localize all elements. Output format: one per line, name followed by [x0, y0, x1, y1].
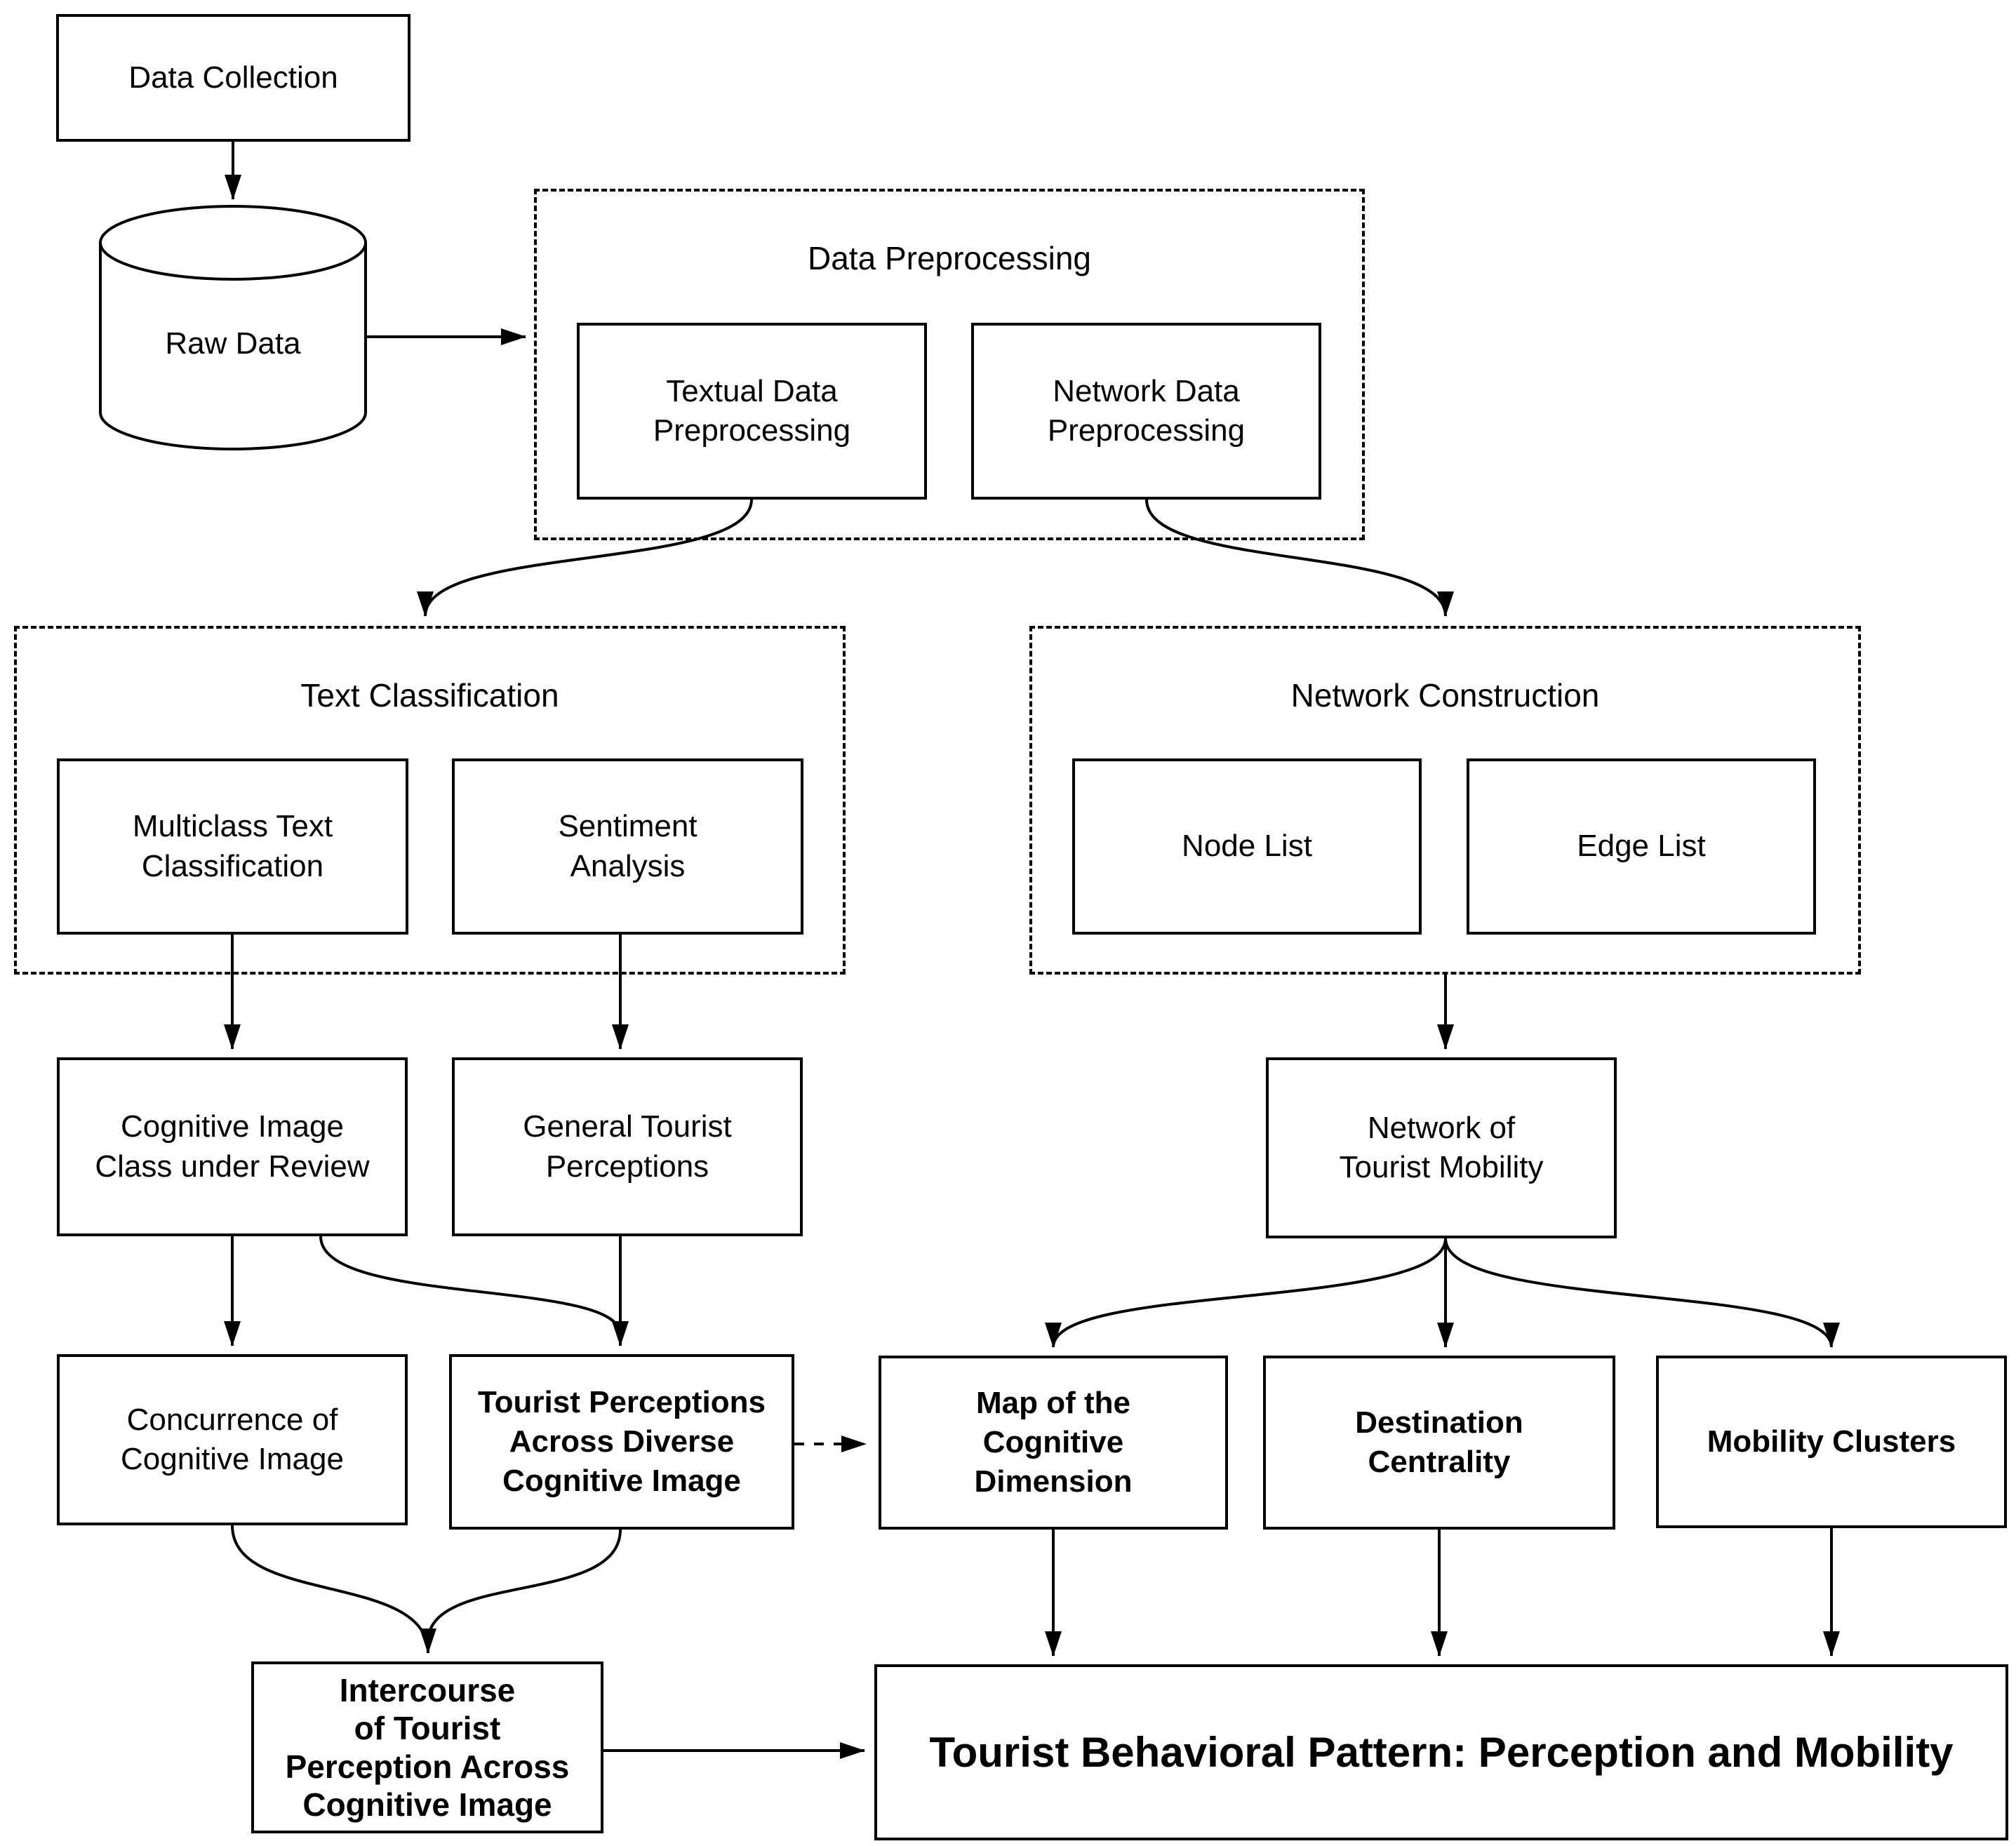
curve-cognitive-to-touristperceptions: [319, 1236, 622, 1335]
node-cognitive-image-class: Cognitive Image Class under Review: [57, 1057, 408, 1236]
label-raw-data: Raw Data: [165, 326, 301, 361]
node-general-tourist-perceptions: General Tourist Perceptions: [452, 1057, 803, 1236]
arrow-mobilitynetwork-to-map: [1045, 1238, 1447, 1348]
label-network-data-preprocessing: Network Data Preprocessing: [1047, 373, 1246, 448]
container-text-classification: Text Classification: [14, 626, 846, 975]
label-node-list: Node List: [1182, 829, 1312, 864]
node-destination-centrality: Destination Centrality: [1263, 1356, 1615, 1530]
arrow-concurrence-to-intercourse: [231, 1525, 436, 1654]
label-destination-centrality: Destination Centrality: [1355, 1405, 1523, 1479]
arrow-networkpre-to-construction: [1145, 499, 1454, 617]
node-node-list: Node List: [1072, 758, 1422, 935]
node-mobility-clusters: Mobility Clusters: [1656, 1356, 2007, 1528]
node-map-of-cognitive-dimension: Map of the Cognitive Dimension: [879, 1356, 1228, 1530]
label-cognitive-image-class: Cognitive Image Class under Review: [95, 1109, 370, 1184]
label-mobility-clusters: Mobility Clusters: [1707, 1424, 1956, 1459]
container-network-construction: Network Construction: [1029, 626, 1861, 975]
node-concurrence-of-cognitive-image: Concurrence of Cognitive Image: [57, 1354, 408, 1525]
node-network-of-tourist-mobility: Network of Tourist Mobility: [1266, 1057, 1617, 1238]
label-intercourse-tourist-perception: Intercourse of Tourist Perception Across…: [285, 1671, 570, 1823]
node-network-data-preprocessing: Network Data Preprocessing: [971, 323, 1321, 500]
node-textual-data-preprocessing: Textual Data Preprocessing: [577, 323, 927, 500]
node-data-collection: Data Collection: [56, 14, 410, 142]
node-intercourse-tourist-perception: Intercourse of Tourist Perception Across…: [251, 1661, 603, 1833]
label-multiclass-text-classification: Multiclass Text Classification: [132, 809, 333, 883]
container-data-preprocessing: Data Preprocessing: [534, 189, 1365, 540]
label-tourist-behavioral-pattern: Tourist Behavioral Pattern: Perception a…: [929, 1728, 1954, 1776]
label-concurrence-of-cognitive-image: Concurrence of Cognitive Image: [121, 1402, 344, 1476]
curve-touristperceptions-to-intercourse: [427, 1529, 622, 1643]
node-tourist-behavioral-pattern: Tourist Behavioral Pattern: Perception a…: [874, 1664, 2008, 1840]
label-sentiment-analysis: Sentiment Analysis: [558, 809, 697, 883]
container-title-text-classification: Text Classification: [300, 677, 559, 714]
label-map-of-cognitive-dimension: Map of the Cognitive Dimension: [974, 1385, 1133, 1499]
database-cylinder-icon: [99, 205, 367, 450]
label-data-collection: Data Collection: [128, 60, 338, 95]
node-raw-data: Raw Data: [100, 295, 366, 393]
label-network-of-tourist-mobility: Network of Tourist Mobility: [1339, 1110, 1544, 1184]
label-tourist-perceptions-diverse: Tourist Perceptions Across Diverse Cogni…: [478, 1384, 766, 1499]
label-general-tourist-perceptions: General Tourist Perceptions: [523, 1109, 732, 1184]
arrow-textual-to-textclassification: [417, 499, 753, 617]
label-edge-list: Edge List: [1577, 829, 1706, 864]
container-title-data-preprocessing: Data Preprocessing: [808, 240, 1091, 276]
container-title-network-construction: Network Construction: [1290, 677, 1600, 714]
label-textual-data-preprocessing: Textual Data Preprocessing: [653, 373, 851, 448]
node-edge-list: Edge List: [1467, 758, 1816, 935]
node-multiclass-text-classification: Multiclass Text Classification: [57, 758, 408, 935]
node-sentiment-analysis: Sentiment Analysis: [452, 758, 803, 935]
node-tourist-perceptions-diverse: Tourist Perceptions Across Diverse Cogni…: [449, 1354, 794, 1530]
arrow-mobilitynetwork-to-clusters: [1444, 1238, 1840, 1348]
